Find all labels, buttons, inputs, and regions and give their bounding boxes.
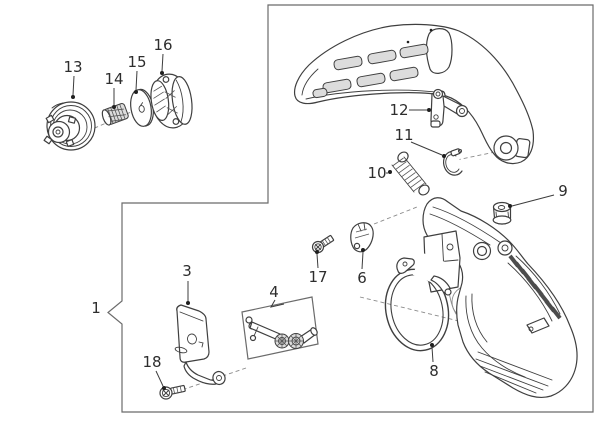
knob-piece-part <box>350 222 374 253</box>
callout-3: 3 <box>182 262 192 305</box>
brake-spring-part <box>391 151 430 196</box>
callout-13: 13 <box>63 58 83 99</box>
part-number-3: 3 <box>182 262 192 280</box>
handle-cutout <box>425 28 453 74</box>
washer-part <box>130 88 154 127</box>
callout-16: 16 <box>153 36 173 75</box>
brake-band-part <box>384 252 454 352</box>
callout-17: 17 <box>308 250 328 286</box>
part-number-13: 13 <box>63 58 82 76</box>
part-number-14: 14 <box>104 70 123 88</box>
part-number-11: 11 <box>394 126 413 144</box>
clutch-assembly-part <box>150 73 193 129</box>
part-number-15: 15 <box>127 53 146 71</box>
screw-18-part <box>159 384 186 400</box>
callout-11: 11 <box>394 126 446 158</box>
tensioner-gear <box>274 333 290 349</box>
assembly-group-box <box>107 4 594 413</box>
cover-bottom-ribs <box>475 351 553 394</box>
callout-18: 18 <box>142 353 166 390</box>
screw-17-part <box>311 235 335 254</box>
catcher-plate-part <box>174 304 226 386</box>
callout-12: 12 <box>389 101 431 119</box>
part-number-9: 9 <box>558 182 568 200</box>
brake-lever-part <box>430 88 469 128</box>
tensioner-parts <box>245 316 318 349</box>
callout-9: 9 <box>508 182 568 208</box>
part-number-16: 16 <box>153 36 172 54</box>
tensioner-sub-box <box>241 296 319 360</box>
callout-14: 14 <box>104 70 124 109</box>
callout-1: 1 <box>91 299 101 317</box>
clutch-drum-part <box>43 101 96 151</box>
brake-handle-part <box>293 23 535 165</box>
flange-nut-part <box>492 201 512 225</box>
callout-10: 10 <box>367 164 392 182</box>
callout-8: 8 <box>429 343 439 380</box>
part-number-8: 8 <box>429 362 439 380</box>
drum-sprocket-teeth <box>43 114 77 147</box>
part-number-10: 10 <box>367 164 386 182</box>
part-number-18: 18 <box>142 353 161 371</box>
part-number-1: 1 <box>91 299 101 317</box>
sub-box-pointer <box>269 299 285 308</box>
band-clamp-part <box>443 148 463 176</box>
callouts: 1 3 4 6 8 9 10 <box>63 36 568 390</box>
handle-grip-slots <box>312 43 429 99</box>
group-outline <box>107 4 594 413</box>
callout-15: 15 <box>127 53 147 94</box>
callout-6: 6 <box>357 248 367 287</box>
part-number-6: 6 <box>357 269 367 287</box>
tensioner-screw <box>288 327 318 349</box>
callout-4: 4 <box>269 283 279 301</box>
part-number-12: 12 <box>389 101 408 119</box>
part-number-4: 4 <box>269 283 279 301</box>
cover-vent-slots <box>508 254 562 320</box>
part-number-17: 17 <box>308 268 327 286</box>
